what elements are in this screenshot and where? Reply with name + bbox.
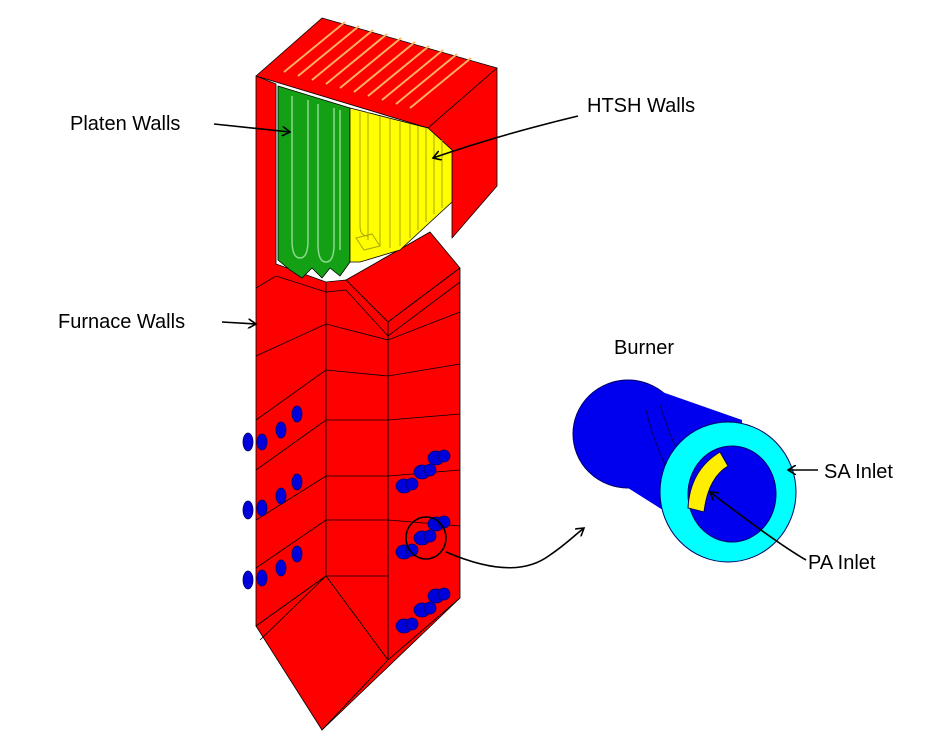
roof-tube-stripes: [283, 21, 472, 109]
pa-inlet-arc: [687, 451, 729, 513]
furnace-middle-face: [325, 279, 389, 661]
label-sa-inlet: SA Inlet: [824, 461, 893, 483]
leader-arrows: [213, 115, 818, 561]
label-burner: Burner: [614, 337, 674, 359]
htsh-walls: [349, 107, 453, 263]
furnace-hopper-side: [321, 597, 461, 731]
burner-detail: [572, 379, 797, 563]
furnace-body: [255, 17, 498, 731]
label-htsh-walls: HTSH Walls: [587, 95, 695, 117]
burner-highlight-circle: [405, 516, 447, 560]
burner-detail-arrow: [445, 528, 584, 569]
label-pa-inlet: PA Inlet: [808, 552, 876, 574]
platen-walls: [277, 85, 351, 279]
furnace-right-face: [387, 267, 461, 661]
label-furnace-walls: Furnace Walls: [58, 311, 185, 333]
label-platen-walls: Platen Walls: [70, 113, 180, 135]
